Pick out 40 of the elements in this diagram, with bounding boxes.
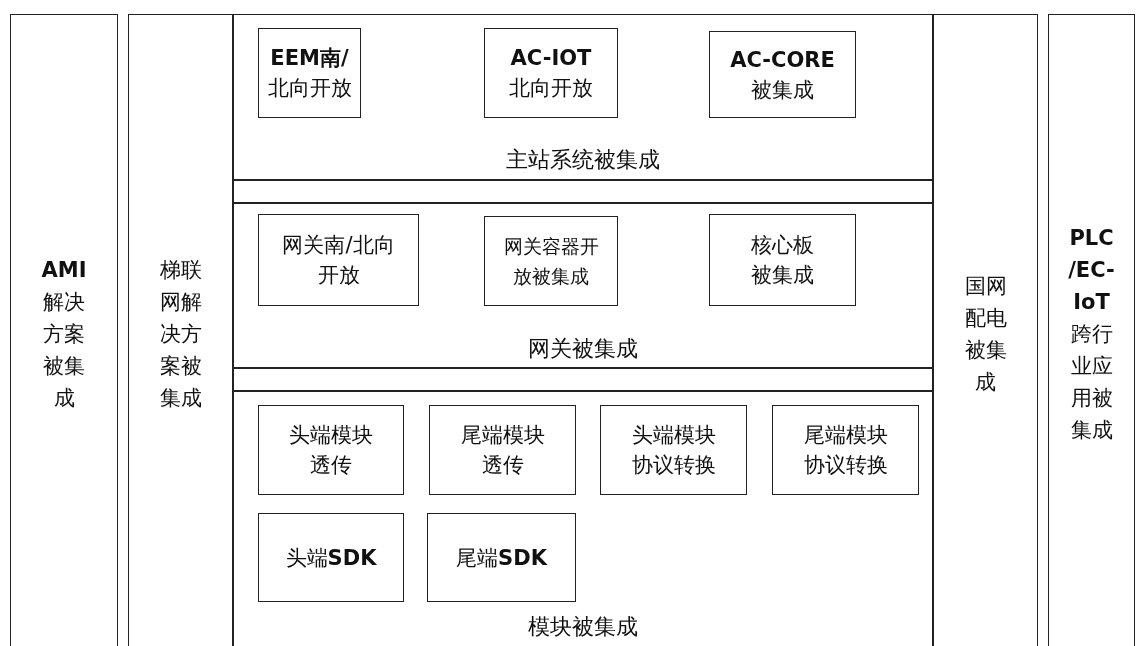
module-box	[600, 405, 747, 495]
module-box	[709, 214, 856, 306]
module-box	[258, 405, 404, 495]
module-label: AC-CORE被集成	[730, 46, 835, 104]
module-label: 网关南/北向开放	[281, 232, 396, 289]
module-label: 国网配电被集成	[963, 273, 1008, 396]
module-label: PLC/EC-IoT跨行业应用被集成	[1067, 225, 1116, 444]
layer-title: 模块被集成	[527, 613, 639, 641]
layer-panel	[233, 14, 933, 180]
module-label: AC-IOT北向开放	[508, 45, 594, 102]
module-box	[772, 405, 919, 495]
module-box	[258, 214, 419, 306]
module-box	[709, 31, 856, 118]
column-panel	[128, 14, 233, 646]
column-panel	[10, 14, 118, 646]
module-label: 尾端模块协议转换	[802, 422, 889, 479]
layer-title: 主站系统被集成	[505, 146, 661, 174]
module-box	[258, 513, 404, 602]
module-label: 尾端模块透传	[459, 422, 546, 479]
column-panel	[933, 14, 1038, 646]
module-label: 头端SDK	[284, 544, 378, 572]
module-label: 核心板被集成	[750, 232, 815, 289]
module-box	[258, 28, 361, 118]
divider-bar	[233, 368, 933, 391]
module-label: 梯联网解决方案被集成	[158, 257, 203, 412]
module-label: 头端模块协议转换	[630, 422, 717, 479]
module-label: 网关容器开放被集成	[502, 234, 600, 289]
module-box	[484, 28, 618, 118]
module-box	[429, 405, 576, 495]
divider-bar	[233, 180, 933, 203]
module-label: 尾端SDK	[455, 544, 549, 572]
module-label: 头端模块透传	[288, 422, 374, 479]
column-panel	[1048, 14, 1135, 646]
module-label: EEM南/北向开放	[266, 45, 353, 102]
layer-panel	[233, 203, 933, 368]
module-label: AMI解决方案被集成	[40, 257, 88, 412]
module-box	[427, 513, 576, 602]
layer-title: 网关被集成	[527, 335, 639, 363]
layer-panel	[233, 391, 933, 646]
module-box	[484, 216, 618, 306]
